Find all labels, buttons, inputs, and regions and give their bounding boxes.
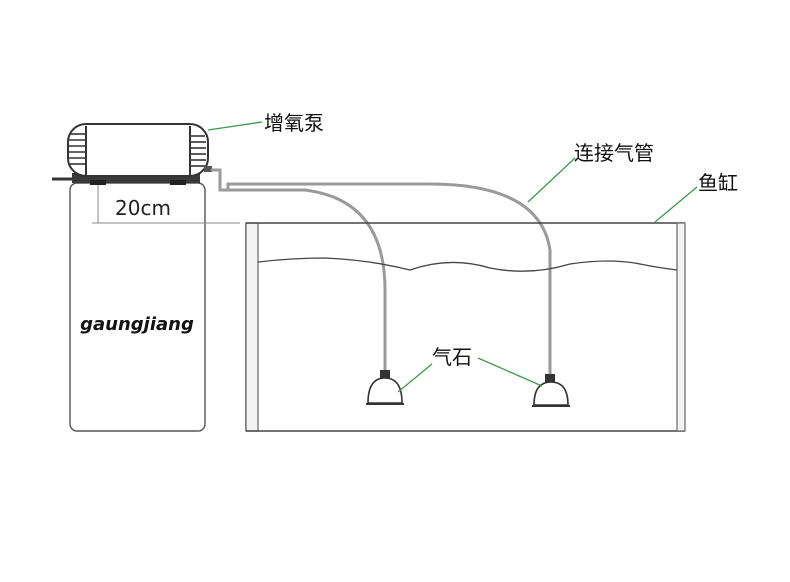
label-fish-tank: 鱼缸: [698, 171, 738, 195]
air-tubes: [210, 168, 552, 379]
label-air-tube: 连接气管: [574, 141, 654, 165]
leader-air-stone-right: [477, 357, 543, 387]
cabinet: gaungjiang: [69, 182, 206, 432]
air-pump: [52, 123, 212, 185]
water-surface: [257, 257, 678, 272]
leader-air-tube: [527, 157, 576, 203]
leader-air-stone-left: [397, 363, 433, 393]
label-air-stone: 气石: [432, 345, 472, 369]
air-stone-right: [532, 374, 570, 407]
air-stone-left: [366, 370, 404, 405]
leader-fish-tank: [654, 186, 698, 223]
label-pump: 增氧泵: [264, 111, 324, 135]
fish-tank: [245, 222, 686, 432]
leader-pump: [207, 121, 263, 131]
air-tube-left: [210, 168, 387, 374]
cabinet-brand: gaungjiang: [80, 314, 194, 335]
dimension-marker: 20cm: [92, 183, 240, 224]
air-tube-right: [226, 182, 552, 379]
dimension-label: 20cm: [115, 196, 171, 220]
